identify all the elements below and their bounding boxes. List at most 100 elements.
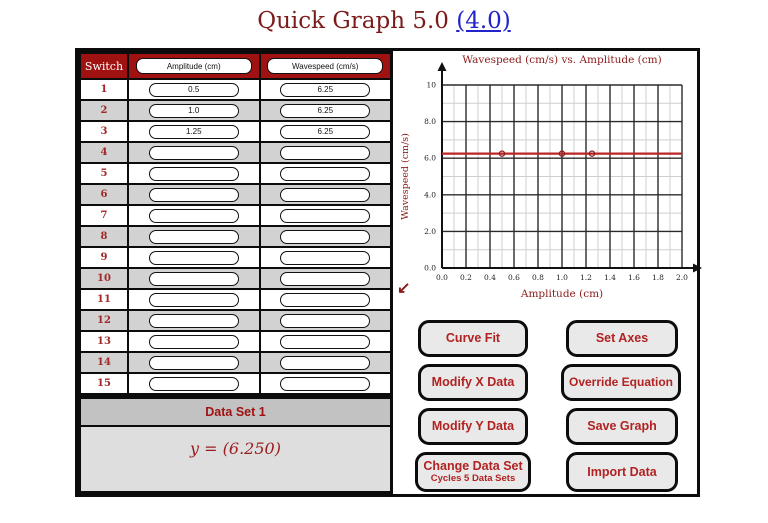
row-switch-number[interactable]: 6: [81, 185, 127, 204]
y-value-input-cell: [260, 248, 390, 267]
y-value-input[interactable]: [280, 334, 371, 349]
table-row: 12: [81, 311, 390, 330]
x-value-input[interactable]: [148, 187, 239, 202]
x-value-input[interactable]: [148, 292, 239, 307]
modify-x-data-button[interactable]: Modify X Data: [418, 364, 528, 401]
row-switch-number[interactable]: 13: [81, 332, 127, 351]
svg-text:6.0: 6.0: [424, 154, 436, 163]
x-value-input[interactable]: [148, 103, 239, 118]
svg-text:Amplitude (cm): Amplitude (cm): [520, 288, 603, 300]
x-value-input[interactable]: [148, 271, 239, 286]
row-switch-number[interactable]: 15: [81, 374, 127, 393]
row-switch-number[interactable]: 12: [81, 311, 127, 330]
row-switch-number[interactable]: 9: [81, 248, 127, 267]
y-value-input-cell: [260, 227, 390, 246]
x-value-input[interactable]: [148, 229, 239, 244]
svg-text:1.2: 1.2: [580, 273, 592, 282]
y-value-input[interactable]: [280, 376, 371, 391]
y-value-input[interactable]: [280, 82, 371, 97]
y-value-input[interactable]: [280, 103, 371, 118]
x-value-input[interactable]: [148, 124, 239, 139]
row-switch-number[interactable]: 3: [81, 122, 127, 141]
svg-text:2.0: 2.0: [676, 273, 688, 282]
row-switch-number[interactable]: 7: [81, 206, 127, 225]
x-value-input-cell: [129, 374, 259, 393]
y-value-input[interactable]: [280, 124, 371, 139]
y-value-input[interactable]: [280, 145, 371, 160]
table-row: 5: [81, 164, 390, 183]
x-value-input[interactable]: [148, 145, 239, 160]
row-switch-number[interactable]: 11: [81, 290, 127, 309]
x-column-title-input[interactable]: Amplitude (cm): [135, 58, 252, 74]
curve-fit-button[interactable]: Curve Fit: [418, 320, 528, 357]
cursor-arrow-icon: ↙: [397, 280, 411, 297]
change-data-set-button[interactable]: Change Data Set Cycles 5 Data Sets: [415, 452, 531, 492]
row-switch-number[interactable]: 1: [81, 80, 127, 99]
set-axes-button[interactable]: Set Axes: [566, 320, 678, 357]
table-row: 15: [81, 374, 390, 393]
x-value-input[interactable]: [148, 208, 239, 223]
table-row: 8: [81, 227, 390, 246]
save-graph-button[interactable]: Save Graph: [566, 408, 678, 445]
override-equation-button[interactable]: Override Equation: [561, 364, 681, 401]
data-table: Switch Amplitude (cm) Wavespeed (cm/s) 1…: [78, 51, 393, 494]
y-value-input[interactable]: [280, 166, 371, 181]
x-value-input[interactable]: [148, 82, 239, 97]
y-value-input-cell: [260, 143, 390, 162]
x-value-input-cell: [129, 185, 259, 204]
y-value-input[interactable]: [280, 208, 371, 223]
app-panel: Switch Amplitude (cm) Wavespeed (cm/s) 1…: [75, 48, 702, 497]
y-value-input[interactable]: [280, 271, 371, 286]
x-value-input-cell: [129, 353, 259, 372]
y-value-input[interactable]: [280, 229, 371, 244]
import-data-button[interactable]: Import Data: [566, 452, 678, 492]
y-value-input-cell: [260, 269, 390, 288]
table-row: 1: [81, 80, 390, 99]
y-value-input-cell: [260, 332, 390, 351]
row-switch-number[interactable]: 2: [81, 101, 127, 120]
y-value-input[interactable]: [280, 355, 371, 370]
y-value-input[interactable]: [280, 292, 371, 307]
row-switch-number[interactable]: 4: [81, 143, 127, 162]
x-value-input-cell: [129, 206, 259, 225]
y-column-header-cell: Wavespeed (cm/s): [260, 54, 390, 78]
table-row: 6: [81, 185, 390, 204]
x-value-input-cell: [129, 248, 259, 267]
svg-text:1.6: 1.6: [628, 273, 640, 282]
x-value-input-cell: [129, 227, 259, 246]
y-value-input-cell: [260, 80, 390, 99]
row-switch-number[interactable]: 10: [81, 269, 127, 288]
y-value-input-cell: [260, 122, 390, 141]
svg-text:8.0: 8.0: [424, 117, 436, 126]
x-value-input-cell: [129, 122, 259, 141]
modify-y-data-button[interactable]: Modify Y Data: [418, 408, 528, 445]
version-link[interactable]: (4.0): [456, 8, 511, 34]
x-value-input[interactable]: [148, 376, 239, 391]
x-value-input[interactable]: [148, 166, 239, 181]
x-value-input[interactable]: [148, 313, 239, 328]
x-value-input-cell: [129, 101, 259, 120]
svg-text:0.4: 0.4: [484, 273, 496, 282]
svg-text:1.0: 1.0: [556, 273, 568, 282]
change-data-set-sublabel: Cycles 5 Data Sets: [430, 472, 516, 484]
table-header-row: Switch Amplitude (cm) Wavespeed (cm/s): [81, 54, 390, 78]
svg-text:10: 10: [426, 81, 436, 90]
y-value-input[interactable]: [280, 250, 371, 265]
dataset-label: Data Set 1: [81, 399, 390, 425]
y-value-input[interactable]: [280, 313, 371, 328]
y-value-input-cell: [260, 101, 390, 120]
x-value-input[interactable]: [148, 334, 239, 349]
x-value-input[interactable]: [148, 355, 239, 370]
x-value-input-cell: [129, 332, 259, 351]
y-column-title-input[interactable]: Wavespeed (cm/s): [267, 58, 384, 74]
row-switch-number[interactable]: 5: [81, 164, 127, 183]
y-value-input-cell: [260, 185, 390, 204]
x-value-input[interactable]: [148, 250, 239, 265]
y-value-input-cell: [260, 164, 390, 183]
table-row: 7: [81, 206, 390, 225]
row-switch-number[interactable]: 8: [81, 227, 127, 246]
row-switch-number[interactable]: 14: [81, 353, 127, 372]
svg-text:2.0: 2.0: [424, 227, 436, 236]
y-value-input[interactable]: [280, 187, 371, 202]
